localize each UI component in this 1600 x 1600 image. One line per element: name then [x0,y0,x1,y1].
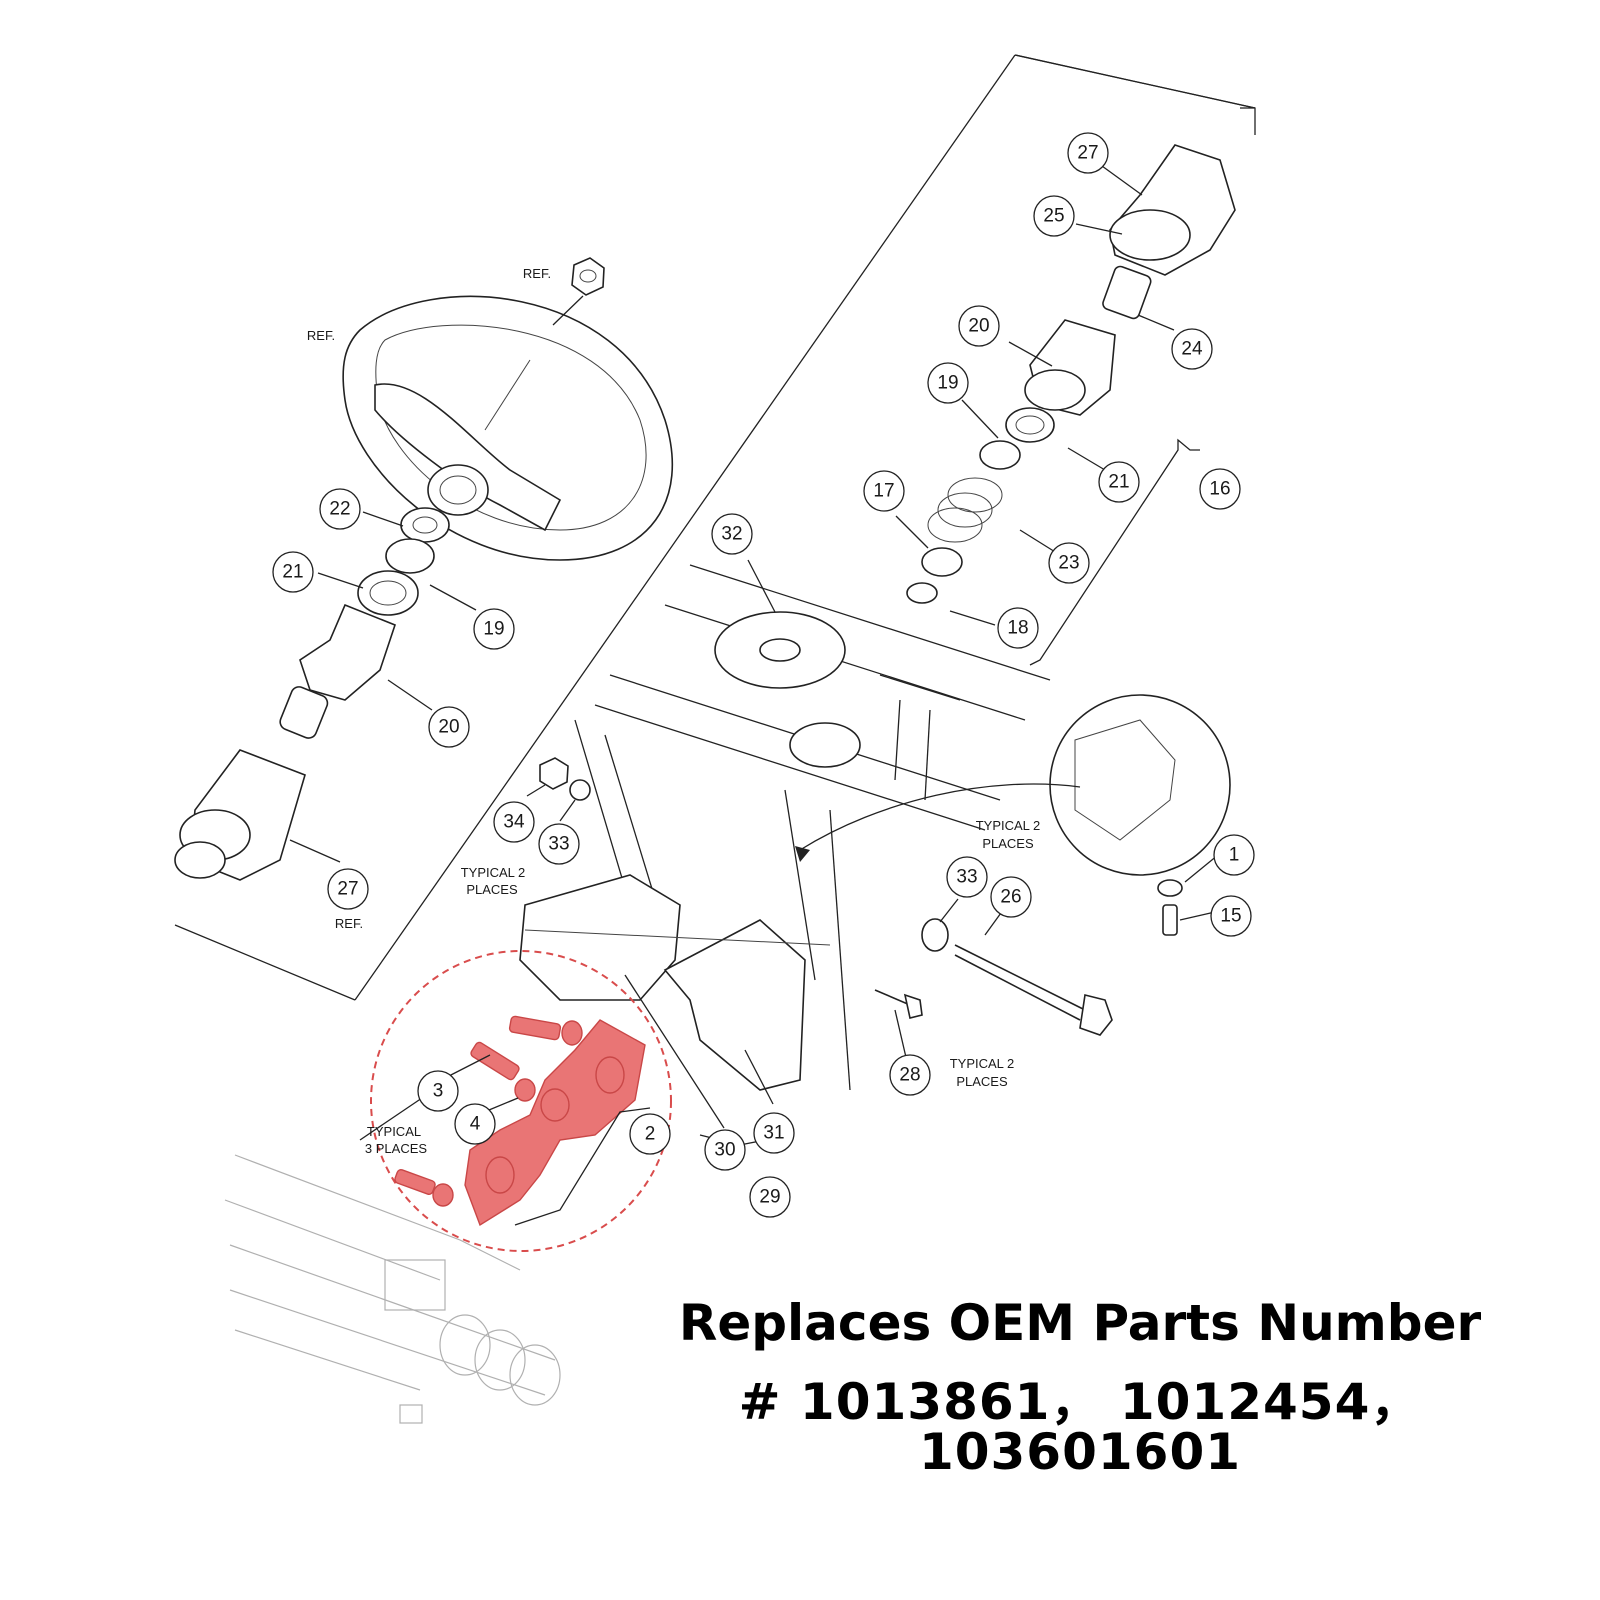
ref-nut [552,257,605,326]
note-ref-wheel: REF. [307,328,335,343]
svg-text:20: 20 [438,717,459,738]
svg-text:1: 1 [1229,845,1240,866]
steering-gear-ghost [224,1154,561,1424]
note-typical-2-washer-l1: TYPICAL 2 [461,865,526,880]
svg-text:19: 19 [937,373,958,394]
svg-text:23: 23 [1058,553,1079,574]
hardware [539,757,1113,1036]
callout-28: 28 [889,1054,931,1096]
callout-31: 31 [753,1112,795,1154]
callout-18: 18 [997,607,1039,649]
callout-32: 32 [711,513,753,555]
callouts: 1 2 3 4 15 16 17 18 19 19 20 20 21 21 22… [272,132,1255,1218]
svg-text:3: 3 [433,1081,444,1102]
callout-27-left: 27 [327,868,369,910]
note-typical-2-washer-l2: PLACES [466,882,518,897]
leader-lines [289,165,1229,1226]
callout-21-right: 21 [1098,461,1140,503]
callout-33-left: 33 [538,823,580,865]
left-column-parts [174,507,450,881]
svg-text:26: 26 [1000,887,1021,908]
highlighted-universal-joint [370,950,672,1252]
svg-text:31: 31 [763,1123,784,1144]
callout-1: 1 [1213,834,1255,876]
callout-20-right: 20 [958,305,1000,347]
callout-33-right: 33 [946,856,988,898]
callout-27-right: 27 [1067,132,1109,174]
callout-19-left: 19 [473,608,515,650]
note-typical-3-l1: TYPICAL [367,1124,421,1139]
svg-text:15: 15 [1220,906,1241,927]
note-ref-shaft: REF. [335,916,363,931]
svg-text:4: 4 [470,1114,481,1135]
callout-25: 25 [1033,195,1075,237]
svg-text:33: 33 [956,867,977,888]
callout-20-left: 20 [428,706,470,748]
oem-caption-title: Replaces OEM Parts Number [678,1294,1482,1352]
callout-30: 30 [704,1129,746,1171]
svg-text:16: 16 [1209,479,1230,500]
detail-view [795,694,1231,936]
svg-text:21: 21 [282,562,303,583]
svg-text:25: 25 [1043,206,1064,227]
callout-17: 17 [863,470,905,512]
svg-text:2: 2 [645,1124,656,1145]
callout-2: 2 [629,1113,671,1155]
column-outline [174,54,1256,1001]
note-ref-nut: REF. [523,266,551,281]
callout-4: 4 [454,1103,496,1145]
oem-part-numbers: # 1013861， 1012454， 103601601 [738,1373,1422,1481]
svg-text:27: 27 [337,879,358,900]
svg-text:27: 27 [1077,143,1098,164]
callout-29: 29 [749,1176,791,1218]
notes: REF. REF. REF. TYPICAL 2 PLACES TYPICAL … [307,266,1040,1156]
svg-text:20: 20 [968,316,989,337]
note-typical-2-bracket-l2: PLACES [982,836,1034,851]
svg-text:30: 30 [714,1140,735,1161]
svg-text:21: 21 [1108,472,1129,493]
note-typical-3-l2: 3 PLACES [365,1141,427,1156]
svg-text:34: 34 [503,812,525,833]
callout-16: 16 [1199,468,1241,510]
callout-21-left: 21 [272,551,314,593]
callout-24: 24 [1171,328,1213,370]
svg-text:32: 32 [721,524,742,545]
svg-text:22: 22 [329,499,350,520]
svg-text:33: 33 [548,834,569,855]
mounting-brackets [519,874,831,1091]
svg-text:19: 19 [483,619,504,640]
callout-34: 34 [493,801,535,843]
note-typical-2-bolt-l2: PLACES [956,1074,1008,1089]
callout-26: 26 [990,876,1032,918]
svg-text:29: 29 [759,1187,780,1208]
steering-wheel [342,295,674,561]
svg-text:18: 18 [1007,618,1028,639]
note-typical-2-bolt-l1: TYPICAL 2 [950,1056,1015,1071]
dash-frame [574,564,1051,1091]
svg-text:24: 24 [1181,339,1203,360]
right-column-parts [906,144,1236,604]
callout-22: 22 [319,488,361,530]
note-typical-2-bracket-l1: TYPICAL 2 [976,818,1041,833]
callout-15: 15 [1210,895,1252,937]
svg-text:28: 28 [899,1065,920,1086]
callout-23: 23 [1048,542,1090,584]
callout-19-right: 19 [927,362,969,404]
svg-text:17: 17 [873,481,894,502]
callout-3: 3 [417,1070,459,1112]
